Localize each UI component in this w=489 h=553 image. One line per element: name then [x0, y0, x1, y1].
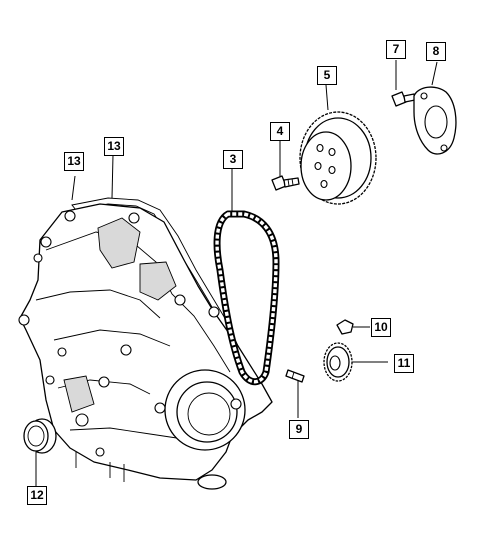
- camshaft-sprocket: [299, 111, 377, 205]
- bolt-4: [271, 175, 300, 191]
- crankshaft-sprocket: [323, 342, 353, 382]
- oil-seal: [23, 418, 57, 454]
- callout-13-right: 13: [104, 137, 124, 156]
- callout-8: 8: [426, 42, 446, 61]
- bolt-10: [336, 319, 354, 335]
- callout-12: 12: [27, 486, 47, 505]
- callout-13-left: 13: [64, 152, 84, 171]
- dowel-pin: [285, 369, 305, 383]
- callout-5: 5: [317, 66, 337, 85]
- leader-lines: [35, 60, 438, 486]
- cover-plate: [413, 86, 457, 155]
- callout-4: 4: [270, 122, 290, 141]
- callout-3: 3: [223, 150, 243, 169]
- timing-chain: [213, 210, 280, 386]
- callout-9: 9: [289, 420, 309, 439]
- callout-11: 11: [394, 354, 414, 373]
- callout-7: 7: [386, 40, 406, 59]
- callout-10: 10: [371, 318, 391, 337]
- timing-cover: [18, 203, 273, 490]
- bolt-7: [391, 91, 416, 107]
